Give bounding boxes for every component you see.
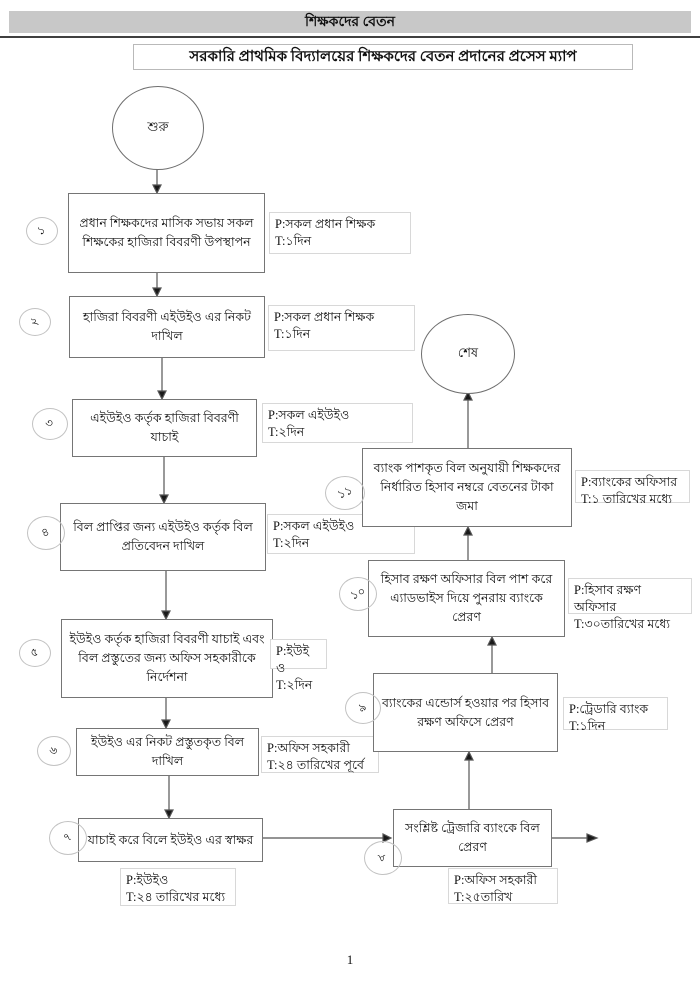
step9-note: P:ট্রেডারি ব্যাংক T:১দিন (563, 697, 668, 733)
step6-box: ইউইও এর নিকট প্রস্তুতকৃত বিল দাখিল (76, 728, 259, 776)
arrow-step1-to-step2 (152, 273, 162, 298)
step10-number-badge: ১০ (339, 577, 377, 611)
step3-number: ৩ (43, 416, 56, 431)
step6-number-badge: ৬ (37, 736, 71, 766)
page-number: 1 (346, 952, 354, 967)
step8-note-p: P:অফিস সহকারী (454, 873, 537, 887)
step1-note: P:সকল প্রধান শিক্ষক T:১দিন (269, 212, 411, 254)
step10-note-t: T:৩০তারিখের মধ্যে (574, 616, 671, 631)
arrow-step4-to-step5 (161, 571, 171, 621)
step11-note: P:ব্যাংকের অফিসার T:১ তারিখের মধ্যে (575, 470, 690, 506)
step8-number: ৮ (376, 850, 389, 865)
arrow-step8-to-step9 (464, 750, 474, 809)
arrow-step3-to-step4 (159, 457, 169, 505)
step1-note-t: T:১দিন (275, 233, 312, 248)
process-map-title: সরকারি প্রাথমিক বিদ্যালয়ের শিক্ষকদের বে… (133, 44, 633, 70)
step10-note-p: P:হিসাব রক্ষণ অফিসার (574, 583, 642, 614)
step9-number-badge: ৯ (345, 692, 381, 724)
step3-note-t: T:২দিন (268, 424, 305, 439)
step2-box: হাজিরা বিবরণী এইউইও এর নিকট দাখিল (69, 296, 265, 358)
step5-number-badge: ৫ (19, 639, 51, 667)
step11-note-p: P:ব্যাংকের অফিসার (581, 475, 678, 489)
step2-number-badge: ২ (19, 308, 51, 336)
step1-note-p: P:সকল প্রধান শিক্ষক (275, 217, 376, 231)
step11-number-badge: ১১ (325, 476, 365, 510)
step9-note-p: P:ট্রেডারি ব্যাংক (569, 702, 649, 716)
end-terminal: শেষ (421, 314, 515, 394)
step3-note: P:সকল এইউইও T:২দিন (262, 403, 413, 443)
step5-box: ইউইও কর্তৃক হাজিরা বিবরণী যাচাই এবং বিল … (61, 619, 273, 698)
step9-box: ব্যাংকের এন্ডোর্স হওয়ার পর হিসাব রক্ষণ … (373, 673, 558, 752)
arrow-step11-to-end (463, 390, 473, 448)
step8-note-t: T:২৫তারিখ (454, 889, 513, 904)
step7-note-t: T:২৪ তারিখের মধ্যে (126, 889, 226, 904)
step2-note-t: T:১দিন (274, 326, 311, 341)
arrow-step8-exit-right (552, 833, 599, 843)
step6-note: P:অফিস সহকারী T:২৪ তারিখের পূর্বে (261, 736, 379, 773)
end-label: শেষ (457, 344, 479, 360)
step8-box: সংশ্লিষ্ট ট্রেজারি ব্যাংকে বিল প্রেরণ (393, 809, 552, 867)
step4-number: ৪ (39, 525, 52, 540)
step4-note-p: P:সকল এইউইও (273, 519, 355, 533)
step7-number: ৭ (61, 830, 74, 845)
step1-number: ১ (35, 223, 48, 238)
step7-note-p: P:ইউইও (126, 873, 169, 887)
step7-box: যাচাই করে বিলে ইউইও এর স্বাক্ষর (78, 818, 263, 862)
step7-number-badge: ৭ (49, 821, 87, 855)
page-header-banner: শিক্ষকদের বেতন (9, 11, 691, 33)
step5-note-p: P:ইউই (276, 644, 310, 658)
step3-number-badge: ৩ (32, 408, 68, 440)
arrow-step7-to-step8 (263, 833, 393, 843)
arrow-step5-to-step6 (161, 698, 171, 730)
step11-box: ব্যাংক পাশকৃত বিল অনুযায়ী শিক্ষকদের নির… (362, 448, 572, 527)
step7-note: P:ইউইও T:২৪ তারিখের মধ্যে (120, 868, 236, 906)
banner-title: শিক্ষকদের বেতন (305, 15, 395, 30)
step9-number: ৯ (356, 700, 369, 715)
process-map-title-text: সরকারি প্রাথমিক বিদ্যালয়ের শিক্ষকদের বে… (189, 48, 577, 65)
start-label: শুরু (147, 118, 169, 134)
step11-number: ১১ (335, 484, 355, 502)
step6-number: ৬ (47, 743, 60, 758)
step2-note: P:সকল প্রধান শিক্ষক T:১দিন (268, 305, 415, 351)
step1-box: প্রধান শিক্ষকদের মাসিক সভায় সকল শিক্ষকে… (68, 193, 265, 273)
step11-note-t: T:১ তারিখের মধ্যে (581, 491, 673, 506)
header-divider (0, 36, 700, 38)
step1-number-badge: ১ (26, 217, 58, 245)
step10-note: P:হিসাব রক্ষণ অফিসার T:৩০তারিখের মধ্যে (568, 578, 692, 631)
arrow-step2-to-step3 (157, 358, 167, 401)
step6-note-t: T:২৪ তারিখের পূর্বে (267, 757, 365, 772)
step10-box: হিসাব রক্ষণ অফিসার বিল পাশ করে এ্যাডভাইস… (368, 560, 565, 637)
step2-number: ২ (28, 314, 41, 329)
arrow-step9-to-step10 (487, 635, 497, 673)
step4-box: বিল প্রাপ্তির জন্য এইউইও কর্তৃক বিল প্রত… (60, 503, 266, 571)
step5-note-mid: ও (276, 660, 286, 675)
step6-note-p: P:অফিস সহকারী (267, 741, 350, 755)
step5-note-t: T:২দিন (276, 677, 313, 692)
step2-note-p: P:সকল প্রধান শিক্ষক (274, 310, 375, 324)
step10-number: ১০ (348, 585, 368, 603)
start-terminal: শুরু (112, 86, 204, 170)
step8-number-badge: ৮ (364, 841, 402, 875)
step3-box: এইউইও কর্তৃক হাজিরা বিবরণী যাচাই (72, 399, 257, 457)
step5-note: P:ইউই ও T:২দিন (270, 639, 327, 692)
step5-number: ৫ (28, 645, 41, 660)
arrow-step6-to-step7 (164, 776, 174, 820)
step4-number-badge: ৪ (27, 516, 65, 550)
step9-note-t: T:১দিন (569, 718, 606, 733)
step3-note-p: P:সকল এইউইও (268, 408, 350, 422)
arrow-start-to-step1 (152, 168, 162, 195)
arrow-step10-to-step11 (463, 525, 473, 560)
step8-note: P:অফিস সহকারী T:২৫তারিখ (448, 868, 558, 904)
step4-note-t: T:২দিন (273, 535, 310, 550)
